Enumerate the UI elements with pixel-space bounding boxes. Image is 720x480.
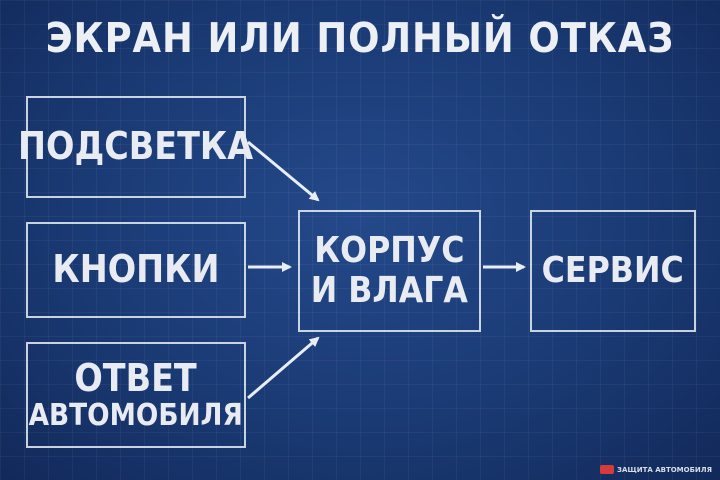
node-body-moisture: КОРПУС И ВЛАГА bbox=[298, 210, 481, 332]
node-car-response-line1: ОТВЕТ bbox=[74, 355, 198, 400]
node-car-response: ОТВЕТ АВТОМОБИЛЯ bbox=[26, 342, 246, 448]
node-car-response-line2: АВТОМОБИЛЯ bbox=[28, 398, 244, 434]
node-service-label: СЕРВИС bbox=[541, 250, 685, 292]
node-backlight: ПОДСВЕТКА bbox=[18, 96, 254, 198]
arrow-backlight-to-body bbox=[247, 140, 320, 202]
arrow-response-to-body bbox=[247, 336, 320, 400]
node-backlight-label: ПОДСВЕТКА bbox=[18, 124, 254, 169]
node-buttons-label: КНОПКИ bbox=[52, 247, 220, 292]
diagram-title: ЭКРАН ИЛИ ПОЛНЫЙ ОТКАЗ bbox=[45, 14, 675, 62]
node-body-moisture-line2: И ВЛАГА bbox=[310, 270, 469, 311]
car-icon bbox=[600, 465, 615, 474]
node-service: СЕРВИС bbox=[530, 210, 696, 332]
node-body-moisture-line1: КОРПУС bbox=[314, 230, 465, 272]
watermark-text: ЗАЩИТА АВТОМОБИЛЯ bbox=[617, 465, 712, 474]
watermark-logo: ЗАЩИТА АВТОМОБИЛЯ bbox=[600, 465, 712, 474]
node-buttons: КНОПКИ bbox=[26, 222, 246, 318]
